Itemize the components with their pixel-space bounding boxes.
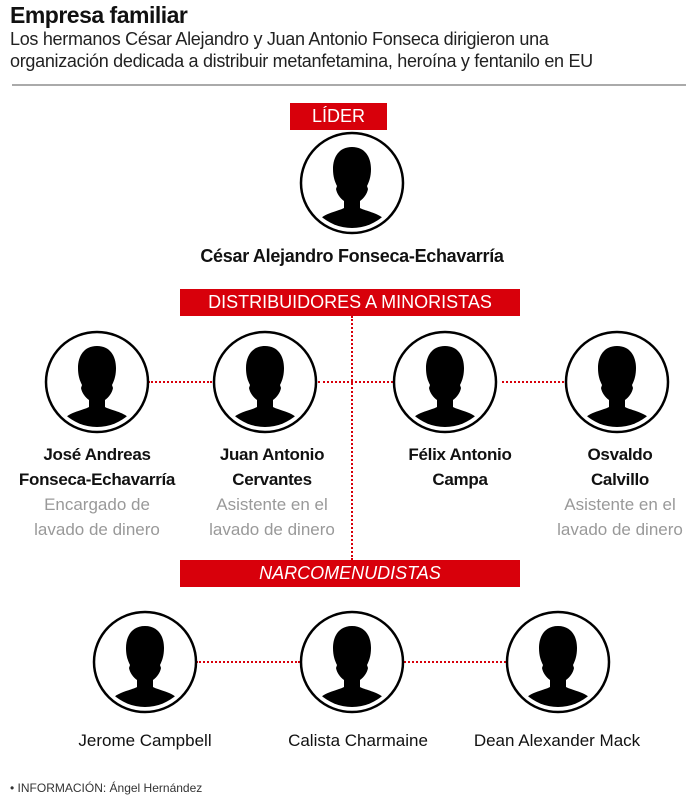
leader-label: LÍDER — [290, 103, 387, 130]
subtitle-line-1: Los hermanos César Alejandro y Juan Anto… — [10, 29, 549, 49]
connector — [404, 661, 506, 663]
person-name: Juan Antonio — [219, 445, 325, 464]
person-avatar-icon — [505, 610, 611, 714]
connector — [502, 381, 564, 383]
page-title: Empresa familiar — [10, 2, 188, 28]
person-role: lavado de dinero — [557, 520, 683, 539]
leader-avatar-icon — [299, 131, 405, 235]
person-avatar-icon — [392, 330, 498, 434]
divider — [12, 84, 686, 86]
person-name: Fonseca-Echavarría — [18, 470, 176, 489]
connector — [318, 381, 393, 383]
source-credit: • INFORMACIÓN: Ángel Hernández — [10, 781, 203, 795]
person-name: Campa — [432, 470, 488, 489]
person-role: Encargado de — [44, 495, 150, 514]
person-name: Félix Antonio — [408, 445, 512, 464]
subtitle-line-2: organización dedicada a distribuir metan… — [10, 51, 593, 71]
distributor-card: Félix Antonio Campa — [370, 442, 550, 492]
person-avatar-icon — [92, 610, 198, 714]
person-role: Asistente en el — [564, 495, 676, 514]
person-role: Asistente en el — [216, 495, 328, 514]
person-avatar-icon — [212, 330, 318, 434]
connector — [196, 661, 300, 663]
person-role: lavado de dinero — [209, 520, 335, 539]
person-name: Osvaldo — [587, 445, 653, 464]
person-name: Jerome Campbell — [78, 731, 212, 750]
person-role: lavado de dinero — [34, 520, 160, 539]
person-avatar-icon — [299, 610, 405, 714]
person-avatar-icon — [564, 330, 670, 434]
connector-vertical — [351, 316, 353, 560]
distributors-label: DISTRIBUIDORES A MINORISTAS — [180, 289, 520, 316]
person-name: José Andreas — [43, 445, 151, 464]
distributor-card: Juan Antonio Cervantes Asistente en el l… — [182, 442, 362, 542]
leader-name: César Alejandro Fonseca-Echavarría — [200, 246, 504, 266]
person-avatar-icon — [44, 330, 150, 434]
distributor-card: José Andreas Fonseca-Echavarría Encargad… — [7, 442, 187, 542]
person-name: Calvillo — [590, 470, 650, 489]
connector — [148, 381, 212, 383]
person-name: Cervantes — [232, 470, 312, 489]
person-name: Calista Charmaine — [288, 731, 428, 750]
retail-label: NARCOMENUDISTAS — [180, 560, 520, 587]
distributor-card: Osvaldo Calvillo Asistente en el lavado … — [530, 442, 700, 542]
person-name: Dean Alexander Mack — [473, 731, 641, 750]
